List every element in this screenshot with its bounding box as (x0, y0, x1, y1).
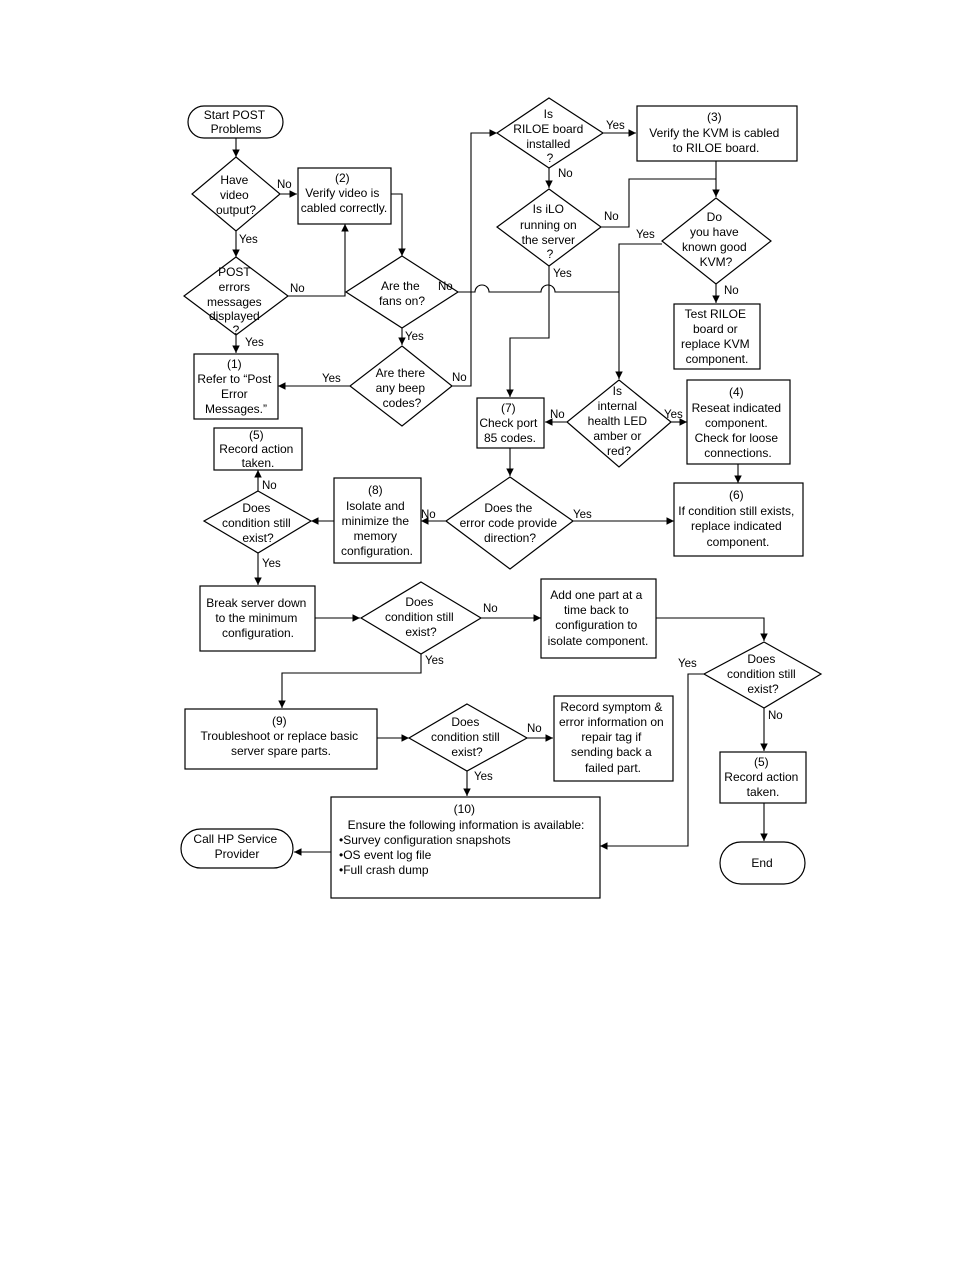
step-5a-box (213, 427, 303, 471)
label-post-yes: Yes (245, 337, 264, 349)
condition-1-decision (202, 490, 313, 554)
label-post-no: No (290, 283, 305, 295)
condition-1-text: Does condition still exist? (222, 501, 294, 545)
label-health-yes: Yes (664, 409, 683, 421)
step-1-text: (1) Refer to “Post Error Messages.” (197, 357, 274, 416)
record-symptom-box (553, 695, 674, 782)
label-ilo-no: No (604, 211, 619, 223)
call-hp-terminator (180, 828, 294, 869)
beep-codes-text: Are there any beep codes? (376, 366, 429, 410)
start-terminator (187, 105, 284, 139)
label-video-no: No (277, 179, 292, 191)
step-1-box (193, 353, 279, 420)
label-cond2-yes: Yes (425, 655, 444, 667)
step-5a-text: (5) Record action taken. (219, 428, 296, 470)
label-video-yes: Yes (239, 234, 258, 246)
step-7-text: (7) Check port 85 codes. (479, 401, 540, 445)
step-10-title: (10) Ensure the following information is… (348, 802, 585, 832)
step-9-box (184, 708, 378, 770)
step-8-box (333, 477, 422, 564)
test-riloe-box (673, 303, 761, 370)
condition-3-text: Does condition still exist? (727, 652, 799, 696)
call-hp-text: Call HP Service Provider (193, 832, 280, 861)
label-cond4-yes: Yes (474, 771, 493, 783)
label-beep-yes: Yes (322, 373, 341, 385)
fans-text: Are the fans on? (379, 279, 425, 308)
step-10-list: •Survey configuration snapshots •OS even… (339, 833, 514, 877)
fans-decision (344, 255, 460, 329)
step-5b-box (719, 751, 807, 804)
riloe-decision (495, 97, 605, 169)
label-cond1-yes: Yes (262, 558, 281, 570)
step-10-box (330, 796, 601, 899)
health-led-text: Is internal health LED amber or red? (588, 384, 651, 458)
break-down-text: Break server down to the minimum configu… (206, 596, 309, 640)
step-4-text: (4) Reseat indicated component. Check fo… (692, 385, 785, 460)
label-kvm-no: No (724, 285, 739, 297)
label-fans-yes: Yes (405, 331, 424, 343)
condition-3-decision (702, 641, 823, 709)
branch-labels: No Yes No Yes No Yes Yes No Yes No No Ye… (239, 120, 783, 783)
end-text: End (751, 856, 772, 870)
break-down-box (199, 585, 316, 652)
ilo-decision (495, 188, 603, 267)
shapes (180, 97, 823, 899)
kvm-decision (661, 197, 772, 285)
video-output-decision (191, 156, 281, 232)
post-errors-decision (183, 256, 289, 336)
label-beep-no: No (452, 372, 467, 384)
end-terminator (719, 841, 806, 885)
add-part-text: Add one part at a time back to configura… (548, 588, 649, 648)
beep-codes-decision (349, 345, 453, 427)
test-riloe-text: Test RILOE board or replace KVM componen… (681, 307, 753, 366)
step-9-text: (9) Troubleshoot or replace basic server… (201, 714, 362, 758)
label-cond1-no: No (262, 480, 277, 492)
ilo-text: Is iLO running on the server ? (520, 202, 580, 261)
step-7-box (476, 397, 545, 449)
step-3-text: (3) Verify the KVM is cabled to RILOE bo… (649, 110, 782, 155)
step-8-text: (8) Isolate and minimize the memory conf… (341, 483, 413, 558)
condition-4-text: Does condition still exist? (431, 715, 503, 759)
health-led-decision (566, 379, 672, 468)
label-cond3-no: No (768, 710, 783, 722)
condition-4-decision (407, 703, 529, 772)
record-symptom-text: Record symptom & error information on re… (559, 700, 667, 775)
label-cond4-no: No (527, 723, 542, 735)
video-output-text: Have video output? (216, 173, 256, 217)
start-text: Start POST Problems (204, 108, 268, 136)
label-direction-no: No (421, 509, 436, 521)
condition-2-decision (359, 581, 483, 655)
riloe-text: Is RILOE board installed ? (513, 107, 586, 165)
direction-text: Does the error code provide direction? (460, 501, 561, 545)
kvm-text: Do you have known good KVM? (682, 210, 750, 269)
step-3-box (636, 105, 798, 162)
label-direction-yes: Yes (573, 509, 592, 521)
step-4-box (686, 379, 791, 465)
node-text: Start POST Problems Have video output? P… (193, 107, 801, 877)
condition-2-text: Does condition still exist? (385, 595, 457, 639)
label-health-no: No (550, 409, 565, 421)
label-ilo-yes: Yes (553, 268, 572, 280)
step-2-box (297, 167, 392, 225)
step-6-box (673, 482, 804, 557)
label-cond3-yes: Yes (678, 658, 697, 670)
label-fans-no: No (438, 281, 453, 293)
post-errors-text: POST errors messages displayed ? (207, 265, 265, 337)
step-5b-text: (5) Record action taken. (724, 755, 801, 799)
step-2-text: (2) Verify video is cabled correctly. (301, 171, 387, 215)
label-kvm-yes: Yes (636, 229, 655, 241)
connectors (232, 129, 768, 856)
step-6-text: (6) If condition still exists, replace i… (678, 488, 797, 549)
add-part-box (540, 578, 657, 659)
direction-decision (444, 476, 575, 570)
label-cond2-no: No (483, 603, 498, 615)
label-riloe-no: No (558, 168, 573, 180)
label-riloe-yes: Yes (606, 120, 625, 132)
